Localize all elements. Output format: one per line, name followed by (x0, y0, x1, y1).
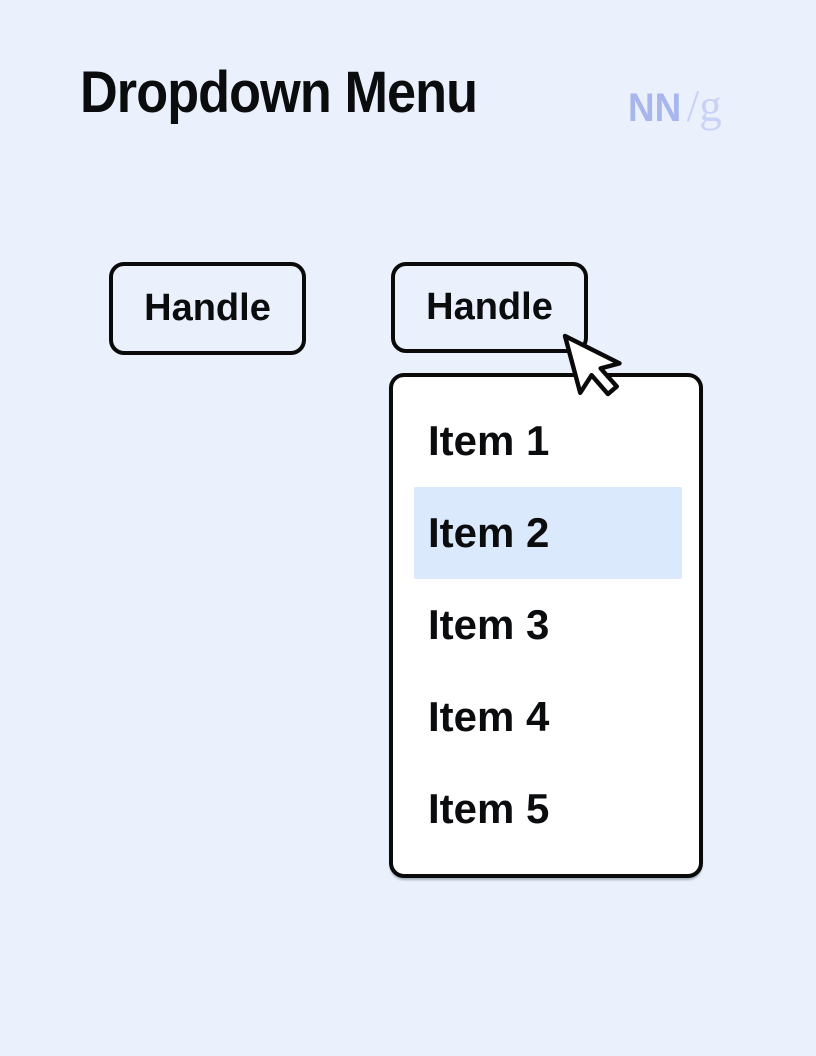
dropdown-item[interactable]: Item 3 (428, 601, 550, 648)
dropdown-item[interactable]: Item 2 (414, 487, 682, 579)
handle-button-right[interactable]: Handle (391, 262, 588, 353)
dropdown-item[interactable]: Item 1 (428, 417, 550, 464)
dropdown-item[interactable]: Item 5 (428, 785, 550, 832)
page-title: Dropdown Menu (80, 60, 478, 125)
dropdown-menu-panel: Item 1 Item 2 Item 3 Item 4 Item 5 (389, 373, 703, 878)
handle-button-left[interactable]: Handle (109, 262, 306, 355)
dropdown-item[interactable]: Item 4 (428, 693, 550, 740)
nng-logo-nn: NN (628, 86, 682, 130)
nng-logo-slash-g: /g (686, 81, 722, 131)
nng-logo: NN /g (628, 80, 722, 132)
